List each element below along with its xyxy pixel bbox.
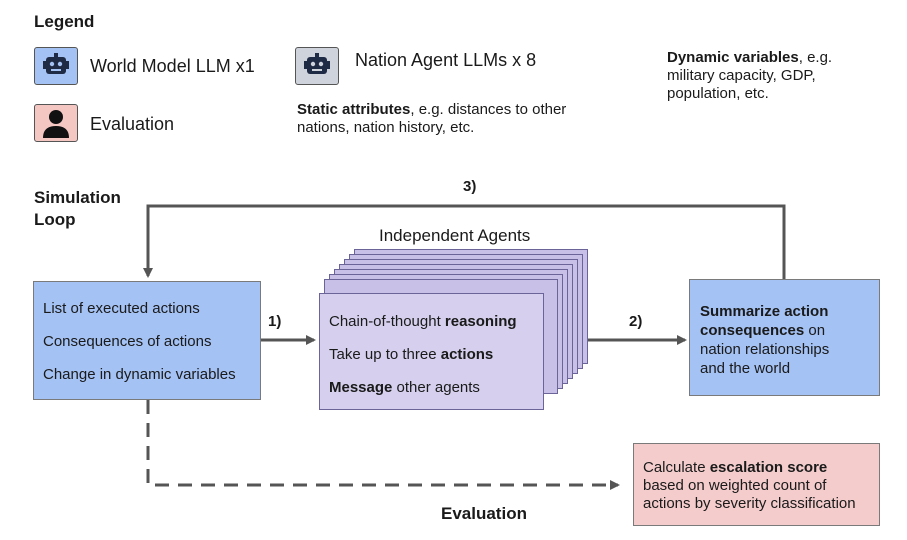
step-3-label: 3): [463, 178, 477, 195]
summary-bold-2: consequences: [700, 322, 805, 339]
legend-title: Legend: [34, 12, 95, 31]
evaluation-label: Evaluation: [441, 504, 527, 523]
state-item: Consequences of actions: [43, 333, 212, 350]
world-model-label: World Model LLM x1: [90, 56, 255, 76]
simulation-loop-title: Simulation Loop: [34, 187, 121, 231]
agent-step-reasoning-bold: reasoning: [444, 313, 517, 330]
agent-step-actions-bold: actions: [440, 346, 494, 363]
state-item: Change in dynamic variables: [43, 366, 236, 383]
escalation-score-box: Calculate escalation score based on weig…: [633, 443, 880, 526]
loop-back-arrow: [143, 204, 786, 279]
escalation-text-2: based on weighted count of: [643, 477, 827, 494]
escalation-text-1: Calculate: [643, 459, 710, 476]
nation-agents-label: Nation Agent LLMs x 8: [355, 50, 537, 70]
agent-card-front: Chain-of-thought reasoning Take up to th…: [319, 293, 544, 410]
independent-agents-title: Independent Agents: [379, 226, 531, 245]
dynamic-variables-text-2: military capacity, GDP,: [667, 67, 816, 84]
person-icon: [34, 104, 78, 142]
dynamic-variables-label: Dynamic variables: [667, 49, 799, 66]
step-2-label: 2): [629, 313, 643, 330]
static-attributes-text-2: nations, nation history, etc.: [297, 119, 475, 136]
robot-icon: [34, 47, 78, 85]
state-item: List of executed actions: [43, 300, 200, 317]
static-attributes-label: Static attributes: [297, 101, 411, 118]
escalation-text-3: actions by severity classification: [643, 495, 856, 512]
simulation-loop-title-1: Simulation: [34, 188, 121, 207]
agent-step-actions-text: Take up to three: [329, 346, 441, 363]
agent-step-message-bold: Message: [329, 379, 393, 396]
summary-text: Summarize action consequences on nation …: [700, 302, 829, 378]
agent-step-message: Message other agents: [329, 379, 480, 396]
escalation-bold: escalation score: [709, 459, 828, 476]
agent-step-reasoning-text: Chain-of-thought: [329, 313, 445, 330]
dynamic-variables-text-3: population, etc.: [667, 85, 769, 102]
agent-step-message-text: other agents: [392, 379, 480, 396]
dynamic-variables-note: Dynamic variables, e.g. military capacit…: [667, 49, 832, 103]
static-attributes-text: , e.g. distances to other: [410, 101, 567, 118]
dynamic-variables-text: , e.g.: [798, 49, 833, 66]
robot-icon: [295, 47, 339, 85]
summary-box: Summarize action consequences on nation …: [689, 279, 880, 396]
summary-line-4: and the world: [700, 360, 791, 377]
evaluation-legend-label: Evaluation: [90, 114, 175, 134]
summary-bold-1: Summarize action: [700, 303, 829, 320]
evaluation-dashed-arrow: [146, 400, 620, 490]
summary-line-3: nation relationships: [700, 341, 830, 358]
escalation-text: Calculate escalation score based on weig…: [643, 459, 856, 513]
summary-rest-2: on: [804, 322, 826, 339]
step-1-label: 1): [268, 313, 282, 330]
agent-step-reasoning: Chain-of-thought reasoning: [329, 313, 517, 330]
agent-step-actions: Take up to three actions: [329, 346, 493, 363]
static-attributes-note: Static attributes, e.g. distances to oth…: [297, 101, 566, 137]
simulation-loop-title-2: Loop: [34, 210, 76, 229]
state-box: List of executed actions Consequences of…: [33, 281, 261, 400]
